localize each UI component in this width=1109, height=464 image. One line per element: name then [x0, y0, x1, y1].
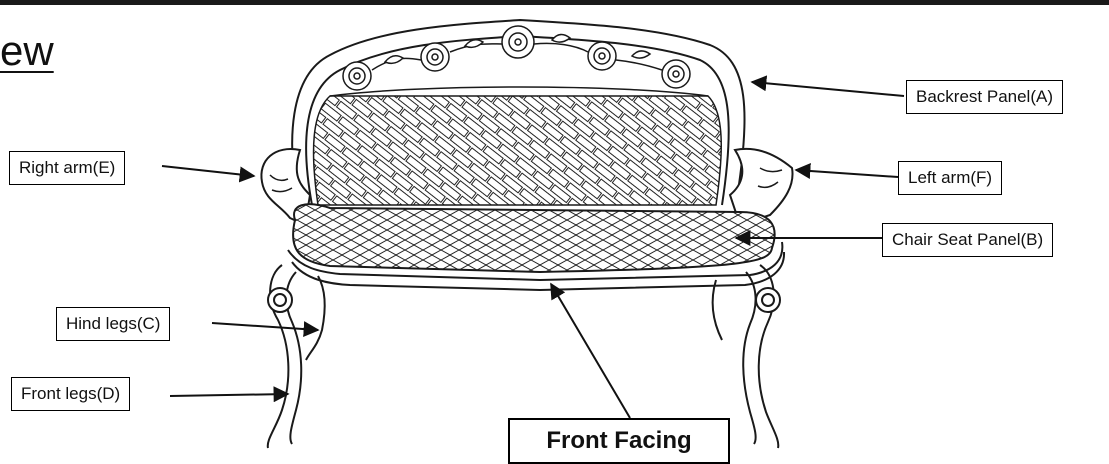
chair-seat-panel: [288, 204, 784, 290]
arrow-right-arm: [162, 166, 254, 176]
label-front-facing: Front Facing: [508, 418, 730, 464]
hind-leg: [306, 276, 325, 360]
arrow-hind-legs: [212, 323, 318, 330]
label-right-arm: Right arm(E): [9, 151, 125, 185]
label-backrest-panel: Backrest Panel(A): [906, 80, 1063, 114]
rose-icon: [662, 60, 690, 88]
rose-icon: [588, 42, 616, 70]
label-hind-legs: Hind legs(C): [56, 307, 170, 341]
rose-crest: [343, 26, 690, 90]
label-chair-seat-panel: Chair Seat Panel(B): [882, 223, 1053, 257]
rose-icon: [502, 26, 534, 58]
arrow-front-legs: [170, 394, 288, 396]
arrow-backrest: [752, 82, 904, 96]
arrow-left-arm: [796, 170, 898, 177]
arrow-front-facing: [551, 284, 630, 418]
label-left-arm: Left arm(F): [898, 161, 1002, 195]
rose-icon: [421, 43, 449, 71]
label-front-legs: Front legs(D): [11, 377, 130, 411]
rose-icon: [343, 62, 371, 90]
